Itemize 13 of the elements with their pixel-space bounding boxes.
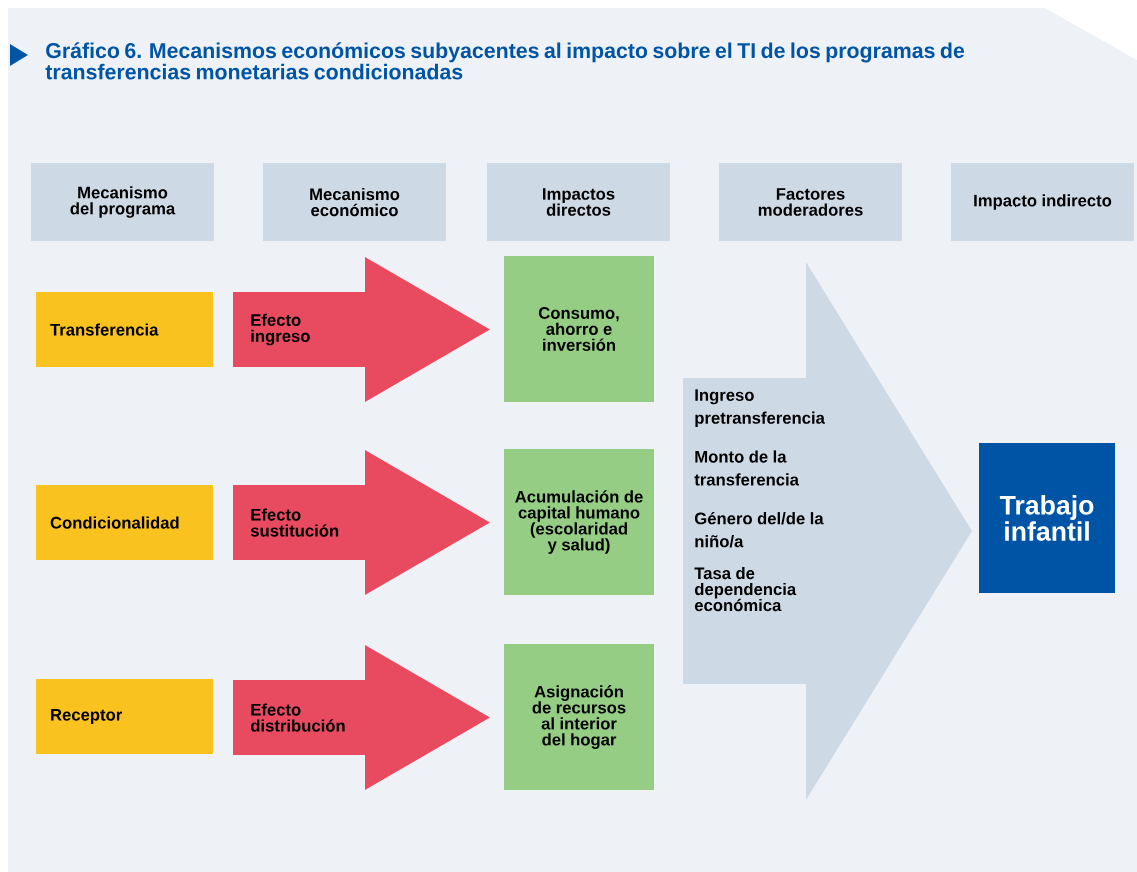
header-box: Mecanismo económico <box>263 163 446 241</box>
category-box: Transferencia <box>36 292 213 367</box>
impact-box: Asignación de recursos al interior del hogar <box>504 644 654 790</box>
header-box: Mecanismo del programa <box>31 163 214 241</box>
category-box: Receptor <box>36 679 213 754</box>
header-box: Impactos directos <box>487 163 670 241</box>
category-box: Condicionalidad <box>36 485 213 560</box>
title: Gráfico 6. Mecanismos económicos subyacentes al impacto sobre el TI de los programas de transferencias monetarias condicionadas <box>45 42 965 80</box>
result-box: Trabajo infantil <box>979 443 1115 593</box>
impact-box: Acumulación de capital humano (escolaridad y salud) <box>504 449 654 595</box>
impact-box: Consumo, ahorro e inversión <box>504 256 654 402</box>
header-box: Impacto indirecto <box>951 163 1134 241</box>
header-box: Factores moderadores <box>719 163 902 241</box>
